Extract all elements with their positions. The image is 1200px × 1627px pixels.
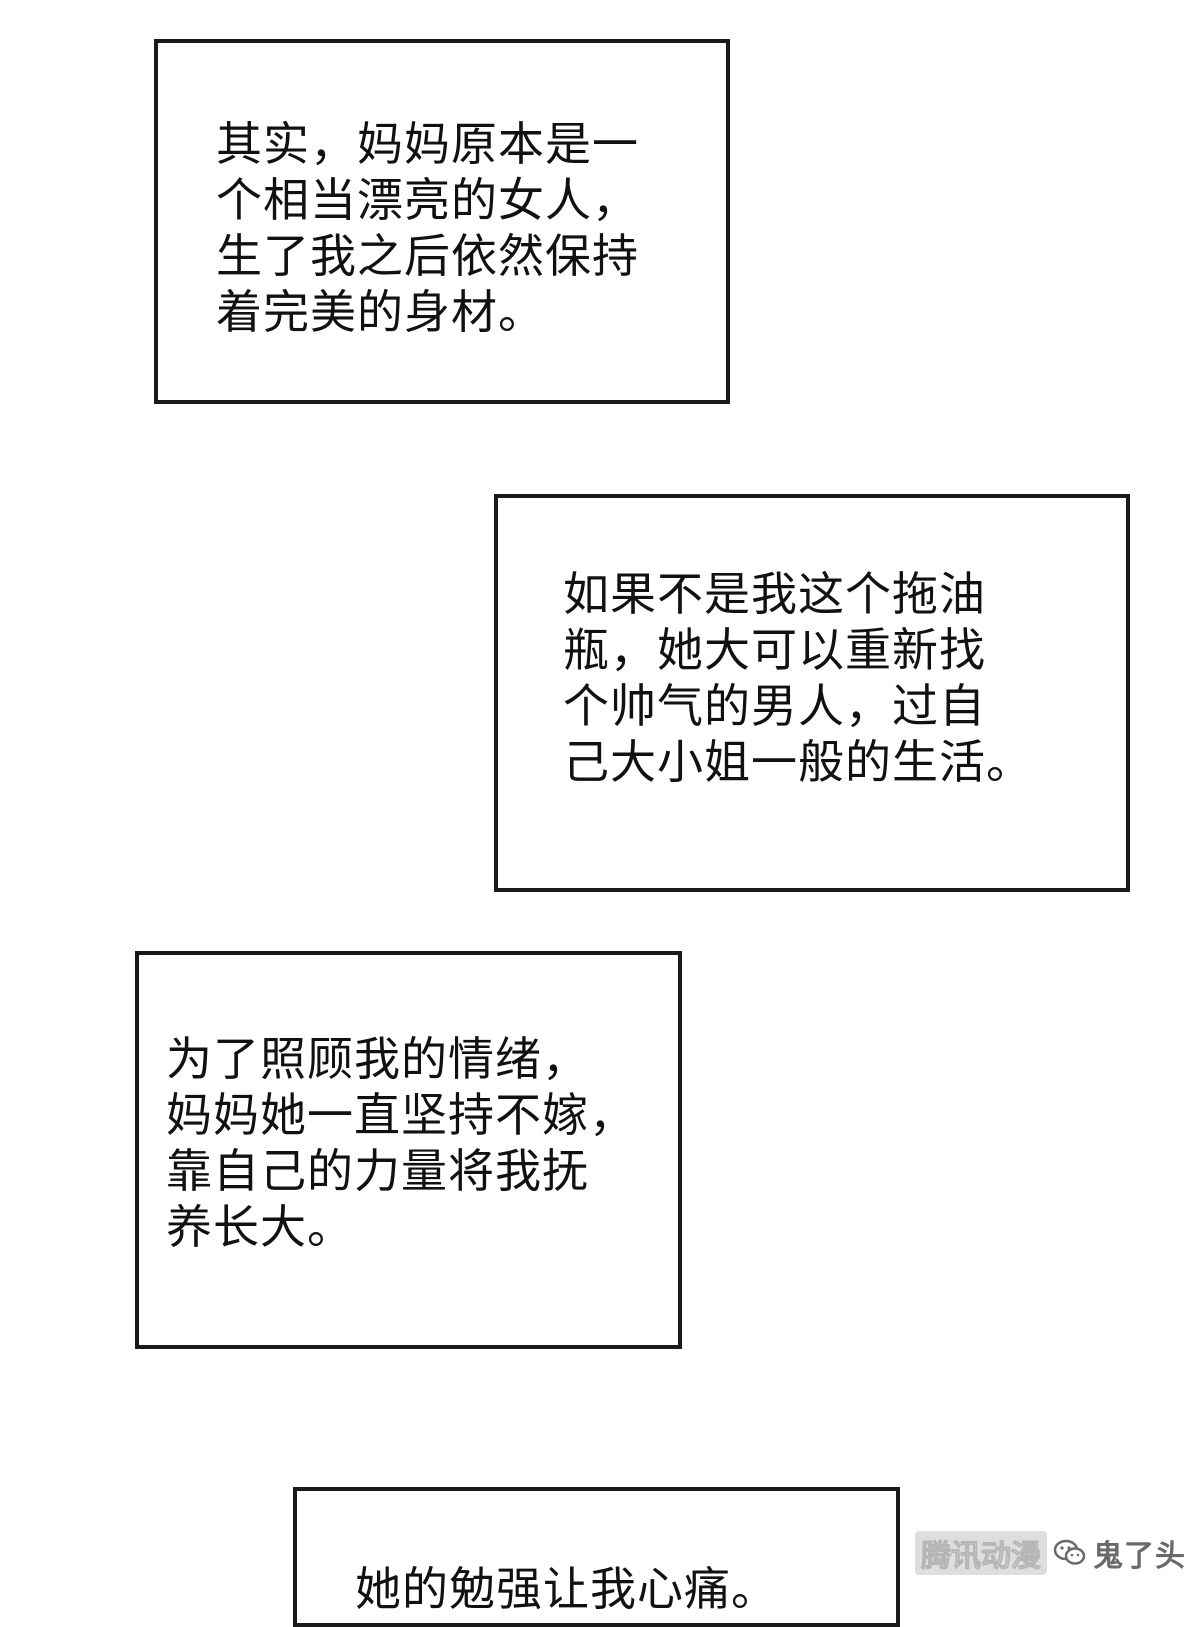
- narration-line: 妈妈她一直坚持不嫁，: [166, 1088, 636, 1142]
- narration-line: 为了照顾我的情绪，: [166, 1032, 589, 1086]
- narration-box-2: 如果不是我这个拖油 瓶，她大可以重新找 个帅气的男人，过自 己大小姐一般的生活。: [494, 494, 1130, 892]
- narration-line: 她的勉强让我心痛。: [355, 1562, 778, 1616]
- narration-text-4: 她的勉强让我心痛。: [355, 1561, 778, 1617]
- narration-box-1: 其实，妈妈原本是一 个相当漂亮的女人， 生了我之后依然保持 着完美的身材。: [154, 39, 730, 404]
- narration-text-1: 其实，妈妈原本是一 个相当漂亮的女人， 生了我之后依然保持 着完美的身材。: [216, 116, 639, 340]
- watermark-brand: 腾讯动漫: [915, 1531, 1047, 1575]
- narration-line: 其实，妈妈原本是一: [216, 117, 639, 171]
- narration-box-4: 她的勉强让我心痛。: [293, 1487, 900, 1627]
- watermark: 腾讯动漫 鬼了头: [915, 1530, 1186, 1576]
- narration-line: 养长大。: [166, 1200, 354, 1254]
- narration-line: 生了我之后依然保持: [216, 229, 639, 283]
- wechat-icon: [1053, 1539, 1087, 1567]
- narration-box-3: 为了照顾我的情绪， 妈妈她一直坚持不嫁， 靠自己的力量将我抚 养长大。: [135, 951, 682, 1349]
- narration-line: 己大小姐一般的生活。: [563, 735, 1033, 789]
- narration-text-3: 为了照顾我的情绪， 妈妈她一直坚持不嫁， 靠自己的力量将我抚 养长大。: [166, 1031, 636, 1255]
- narration-line: 着完美的身材。: [216, 285, 545, 339]
- narration-line: 个帅气的男人，过自: [563, 679, 986, 733]
- narration-line: 靠自己的力量将我抚: [166, 1144, 589, 1198]
- narration-text-2: 如果不是我这个拖油 瓶，她大可以重新找 个帅气的男人，过自 己大小姐一般的生活。: [563, 566, 1033, 790]
- narration-line: 个相当漂亮的女人，: [216, 173, 639, 227]
- narration-line: 如果不是我这个拖油: [563, 567, 986, 621]
- narration-line: 瓶，她大可以重新找: [563, 623, 986, 677]
- watermark-account: 鬼了头: [1093, 1539, 1186, 1574]
